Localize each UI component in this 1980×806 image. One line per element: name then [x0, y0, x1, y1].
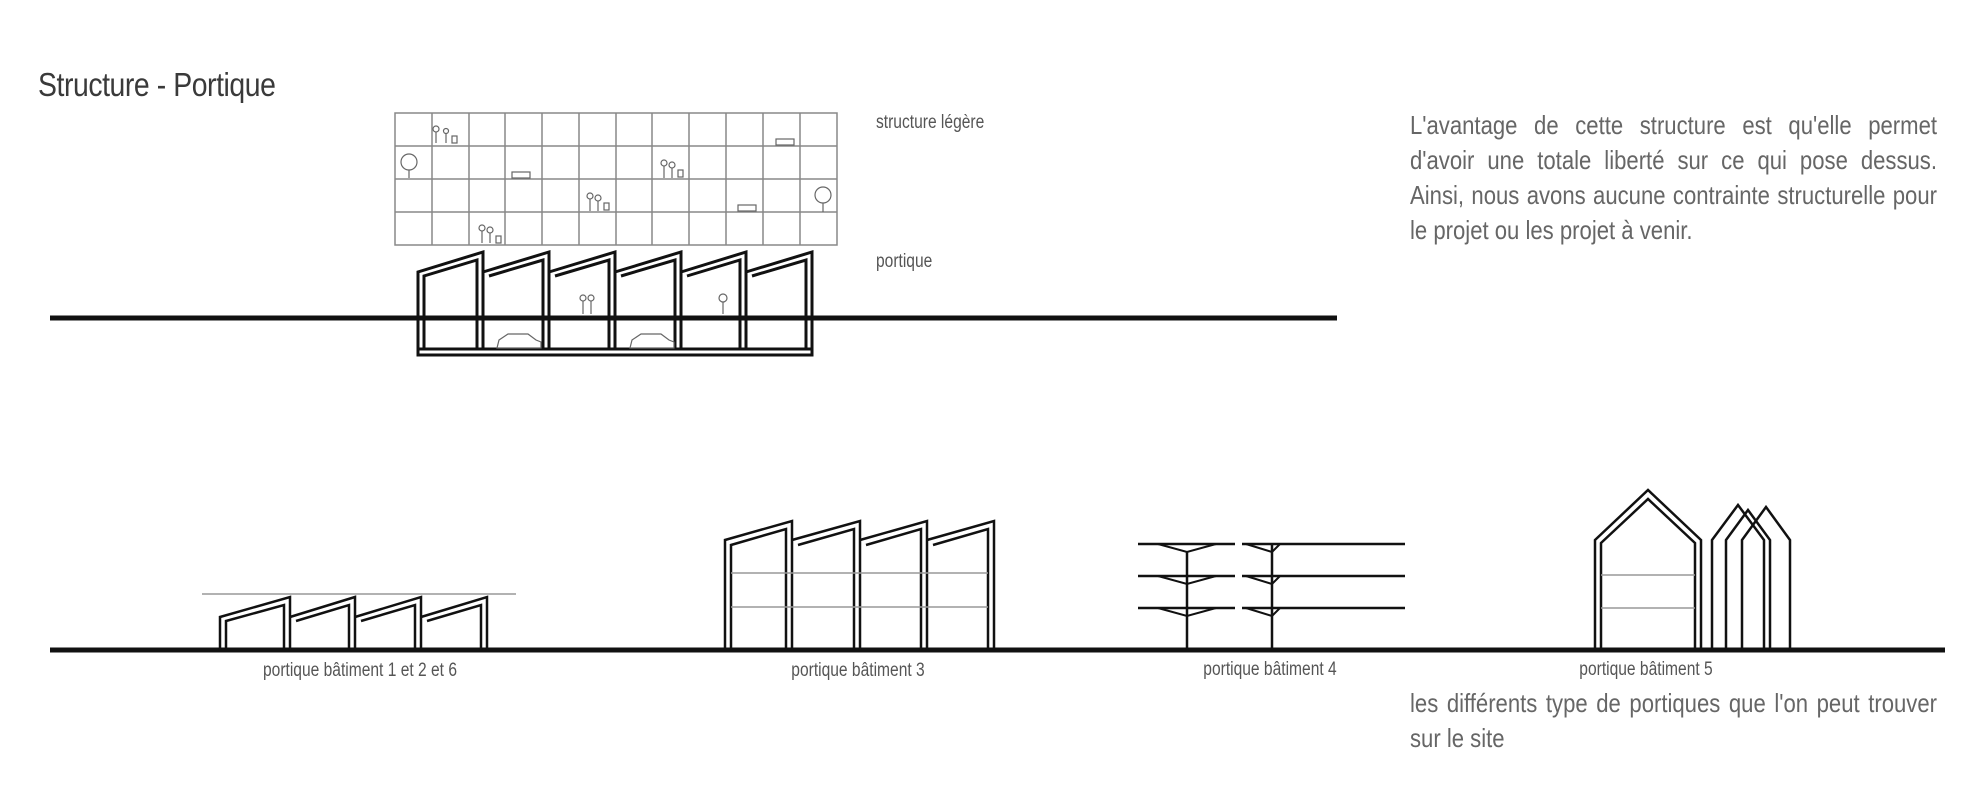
caption-portique-4: portique bâtiment 4: [1203, 659, 1337, 680]
portique-type-3: [723, 519, 996, 650]
tree-icon: [400, 153, 832, 212]
description-text: L'avantage de cette structure est qu'ell…: [1410, 110, 1937, 245]
caption-portique-3: portique bâtiment 3: [791, 660, 925, 681]
portique-frame-top: [416, 249, 814, 357]
person-icon: [579, 293, 728, 314]
caption-portique-5: portique bâtiment 5: [1579, 659, 1713, 680]
car-icon: [496, 333, 675, 349]
label-portique: portique: [876, 251, 933, 272]
bench-icon: [511, 138, 795, 212]
people-icon: [432, 125, 684, 244]
footer-text: les différents type de portiques que l'o…: [1410, 688, 1937, 753]
label-light-structure: structure légère: [876, 112, 985, 133]
caption-portique-1: portique bâtiment 1 et 2 et 6: [262, 660, 458, 681]
page-title: Structure - Portique: [38, 66, 276, 103]
portique-type-1: [202, 593, 516, 650]
portique-type-5: [1593, 488, 1792, 650]
light-structure-grid: [394, 112, 838, 246]
portique-type-4: [1138, 542, 1405, 650]
